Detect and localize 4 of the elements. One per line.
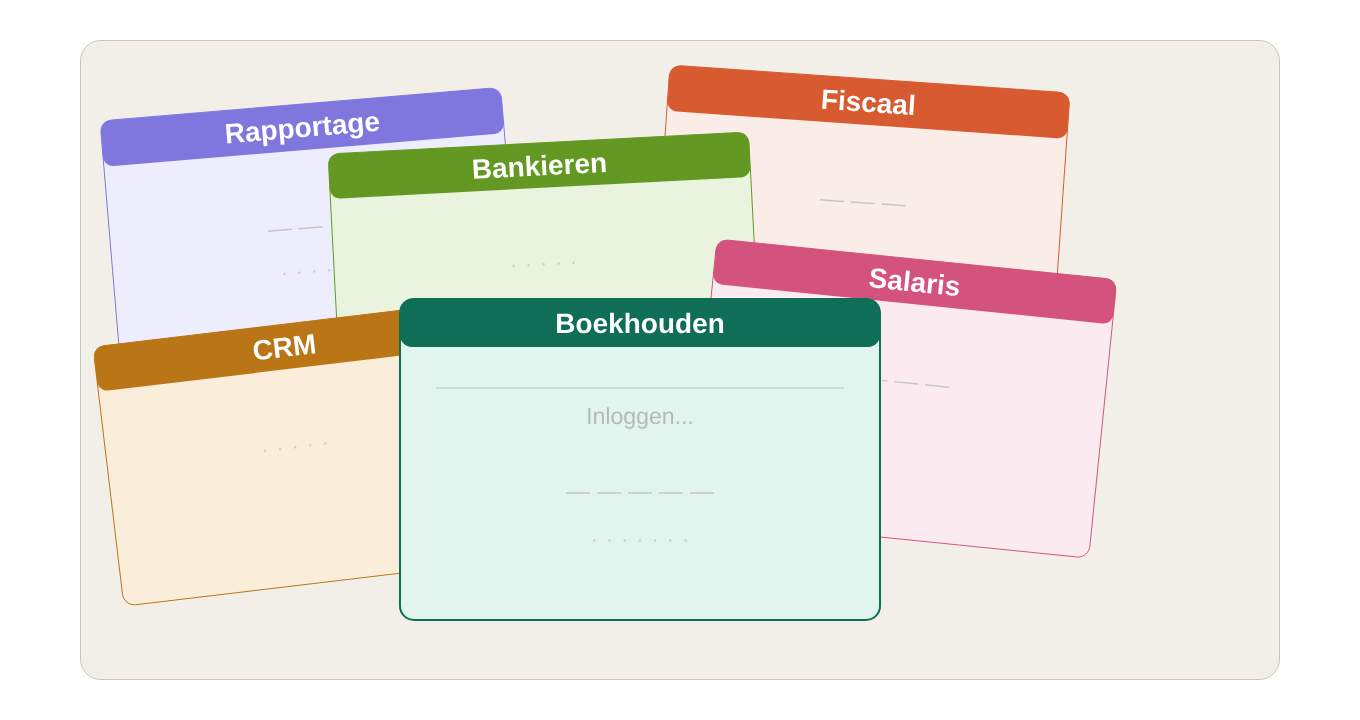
title-bar: CRM [94,309,421,391]
status-text: Inloggen... [588,407,692,429]
title-bar: Fiscaal [667,65,1070,139]
title-bar: Boekhouden [400,299,880,347]
